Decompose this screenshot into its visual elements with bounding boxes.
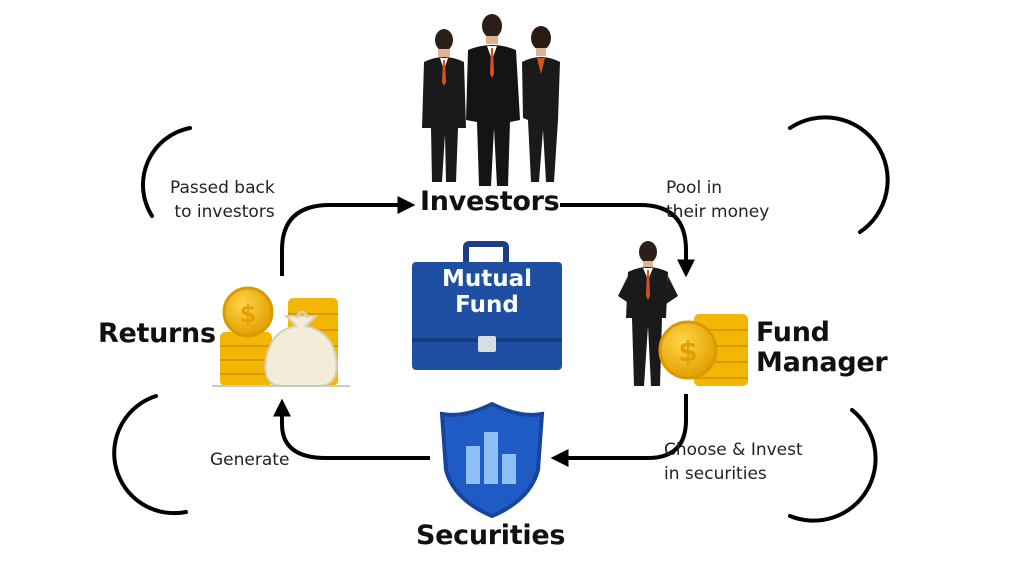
node-fund-manager-line2: Manager xyxy=(756,347,888,378)
investors-group-icon xyxy=(422,14,560,186)
node-returns: Returns xyxy=(98,318,216,349)
svg-text:$: $ xyxy=(678,335,697,368)
center-line2: Fund xyxy=(455,292,519,318)
node-fund-manager-line1: Fund xyxy=(756,317,830,348)
arrow-investors-to-fund-manager xyxy=(560,203,695,278)
node-fund-manager: Fund Manager xyxy=(756,317,888,378)
edge-invest-line1: Choose & Invest xyxy=(664,440,803,460)
decor-arc-bottom-right xyxy=(788,408,878,523)
briefcase-icon xyxy=(412,241,562,370)
edge-label-passed: Passed back to investors xyxy=(170,176,275,224)
edge-label-generate: Generate xyxy=(210,450,290,470)
decor-arc-top-left xyxy=(141,126,192,218)
arrow-returns-to-investors xyxy=(280,196,416,276)
coin-stack-icon: $ xyxy=(658,314,748,386)
edge-passed-line1: Passed back xyxy=(170,178,275,198)
fund-manager-icon xyxy=(618,241,678,386)
decor-arc-top-right xyxy=(788,115,890,234)
center-mutual-fund-label: Mutual Fund xyxy=(412,266,562,318)
node-securities: Securities xyxy=(416,520,566,551)
money-bag-icon xyxy=(264,310,338,387)
shield-chart-icon xyxy=(439,401,545,519)
edge-pool-line1: Pool in xyxy=(666,178,723,198)
edge-passed-line2: to investors xyxy=(174,202,275,222)
node-investors: Investors xyxy=(420,186,560,217)
svg-text:$: $ xyxy=(240,300,257,328)
edge-label-pool: Pool in their money xyxy=(666,176,769,224)
edge-invest-line2: in securities xyxy=(664,464,767,484)
arrow-securities-to-returns xyxy=(273,398,430,460)
arrow-fund-manager-to-securities xyxy=(550,394,688,467)
edge-label-invest: Choose & Invest in securities xyxy=(664,438,803,486)
edge-pool-line2: their money xyxy=(666,202,770,222)
decor-arc-bottom-left xyxy=(112,394,188,516)
center-line1: Mutual xyxy=(441,266,533,292)
